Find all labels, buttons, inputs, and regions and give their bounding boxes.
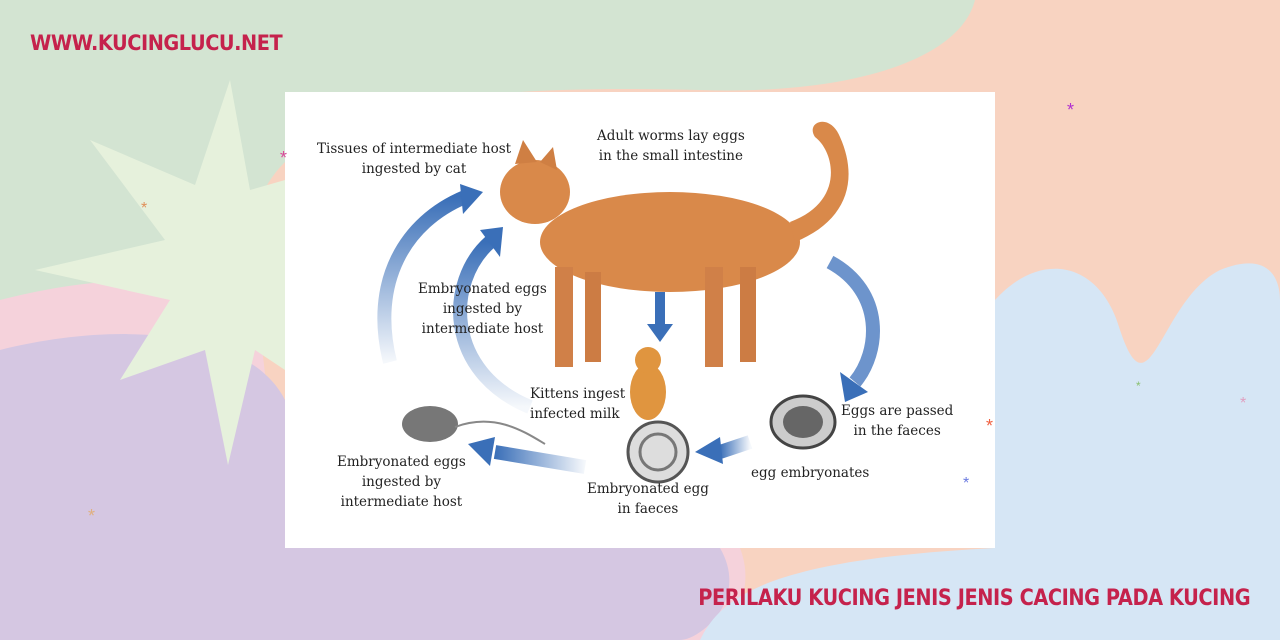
mouse-illustration bbox=[402, 406, 546, 445]
cat-illustration bbox=[500, 121, 849, 420]
cycle-arrows bbox=[377, 184, 880, 474]
site-name[interactable]: WWW.KUCINGLUCU.NET bbox=[30, 31, 283, 55]
egg-illustrations bbox=[626, 394, 837, 484]
label-egg-embryonates: egg embryonates bbox=[751, 465, 870, 481]
article-title[interactable]: PERILAKU KUCING JENIS JENIS CACING PADA … bbox=[698, 586, 1250, 611]
